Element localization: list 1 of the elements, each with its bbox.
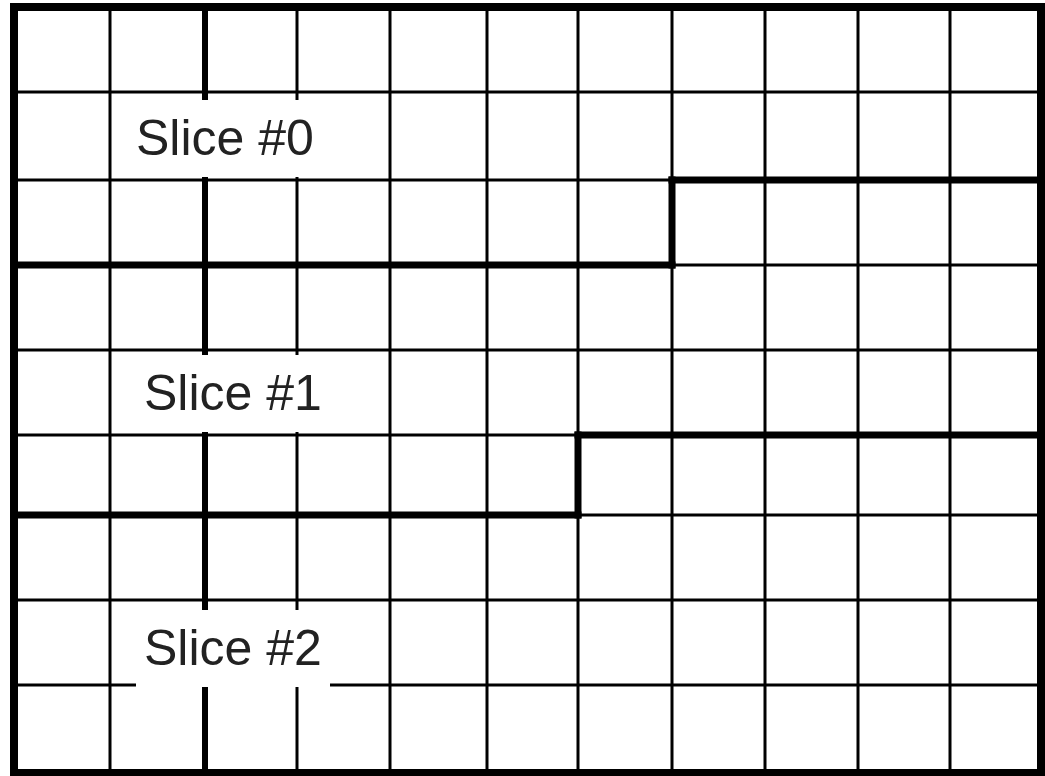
- slice-label: Slice #2: [136, 610, 330, 687]
